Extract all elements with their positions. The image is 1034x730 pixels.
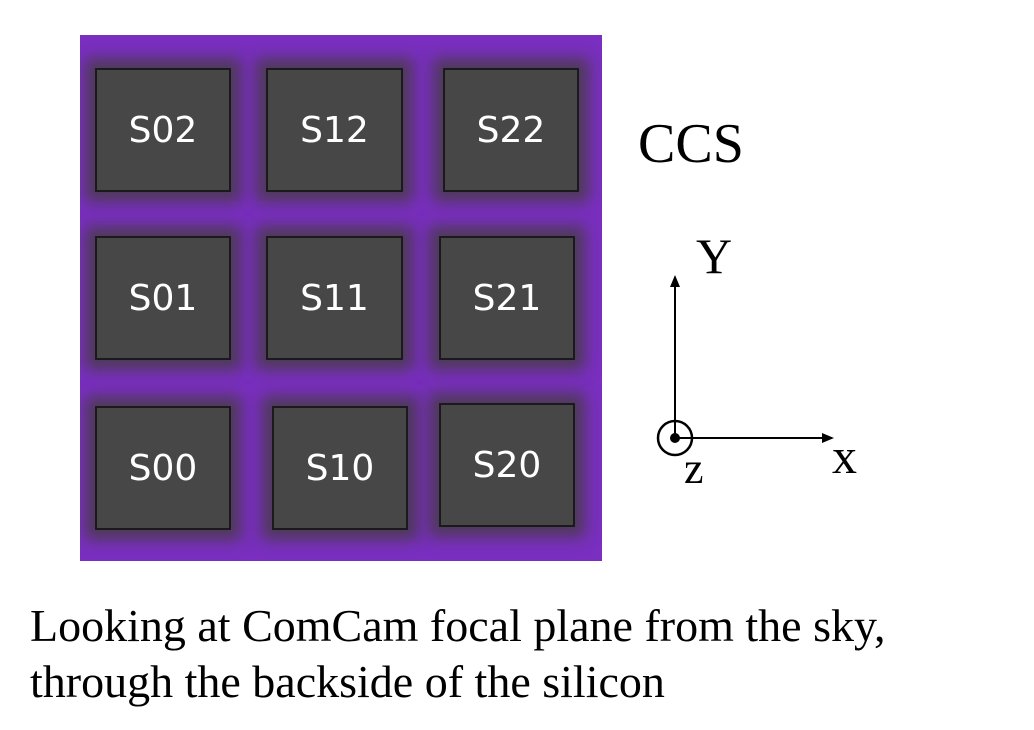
z-axis-circle (656, 419, 694, 457)
sensor-s10: S10 (272, 406, 408, 530)
sensor-label: S00 (128, 447, 198, 489)
sensor-s01: S01 (95, 236, 231, 360)
sensor-label: S02 (128, 109, 198, 151)
z-axis-dot (670, 433, 680, 443)
sensor-label: S01 (128, 277, 198, 319)
sensor-label: S10 (305, 447, 375, 489)
coordinate-system-label: CCS (638, 113, 744, 175)
sensor-label: S11 (300, 277, 369, 319)
sensor-s12: S12 (266, 68, 403, 192)
sensor-label: S12 (300, 109, 369, 151)
sensor-label: S20 (472, 444, 542, 486)
sensor-s02: S02 (95, 68, 231, 192)
caption-line-1: Looking at ComCam focal plane from the s… (30, 600, 886, 651)
sensor-label: S22 (476, 109, 546, 151)
coordinate-axes: Y x z (656, 228, 857, 493)
sensor-s22: S22 (443, 68, 579, 192)
y-axis-label: Y (696, 228, 732, 284)
sensor-s00: S00 (95, 406, 231, 530)
sensor-label: S21 (472, 277, 542, 319)
sensor-s20: S20 (439, 403, 575, 527)
sensor-s11: S11 (266, 236, 403, 360)
sensor-s21: S21 (439, 236, 575, 360)
z-axis-label: z (684, 444, 704, 493)
caption: Looking at ComCam focal plane from the s… (30, 598, 1030, 710)
caption-line-2: through the backside of the silicon (30, 656, 665, 707)
x-axis-label: x (832, 428, 857, 484)
focal-plane: S02 S12 S22 S01 S11 S21 S00 S10 S20 (80, 35, 602, 561)
